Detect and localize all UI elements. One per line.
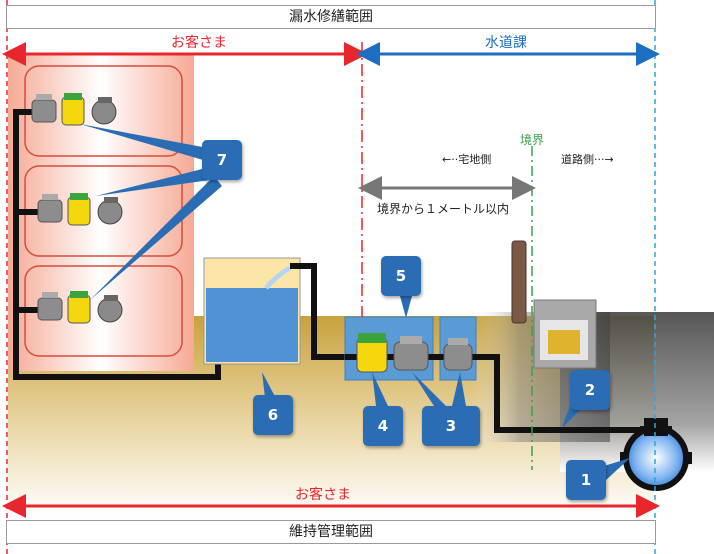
fixtures-floor-3 [31, 93, 117, 126]
badge-5: 5 [381, 256, 421, 296]
callout-3-pointer-a [412, 372, 446, 406]
callout-5-pointer [400, 296, 412, 318]
service-pipe [290, 263, 650, 433]
badge-1: 1 [566, 460, 606, 500]
customer-label: お客さま [171, 35, 227, 51]
customer-label-bottom: お客さま [295, 487, 351, 503]
callout-7-pointers [80, 124, 222, 300]
road-side-label: 道路側···→ [561, 153, 614, 166]
callout-1-pointer [604, 458, 630, 480]
badge-4: 4 [363, 406, 403, 446]
callout-3-pointer-b [452, 372, 466, 406]
fixtures-floor-2 [37, 193, 123, 226]
within-one-meter-label: 境界から１メートル以内 [377, 202, 510, 216]
callout-4-pointer [372, 372, 388, 406]
house-side-label: ←··宅地側 [442, 153, 492, 166]
badge-7: 7 [202, 140, 242, 180]
boundary-post [511, 240, 527, 324]
badge-3: 3 [422, 406, 480, 446]
boundary-label: 境界 [520, 133, 545, 147]
badge-6: 6 [253, 395, 293, 435]
water-main [620, 418, 692, 491]
bureau-label: 水道課 [485, 35, 527, 51]
indoor-pipes [13, 109, 221, 380]
top-title-banner: 漏水修繕範囲 [6, 5, 656, 29]
bottom-title-banner: 維持管理範囲 [6, 520, 656, 544]
badge-2: 2 [570, 370, 610, 410]
fixtures-floor-1 [37, 291, 123, 324]
